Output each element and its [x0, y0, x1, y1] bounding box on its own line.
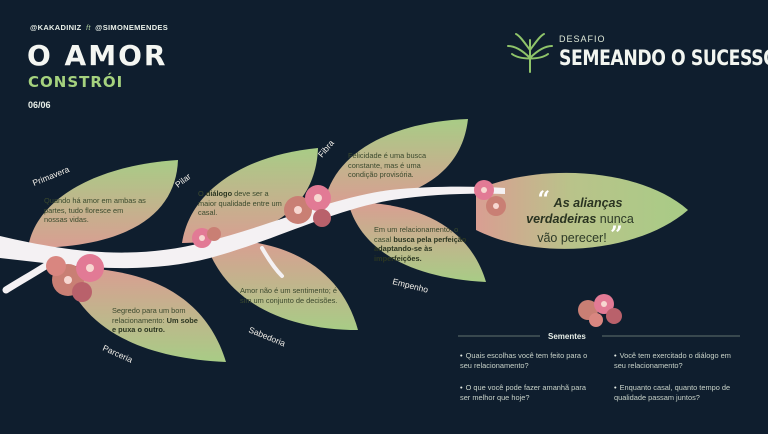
question-3: •O que você pode fazer amanhã para ser m… — [460, 383, 586, 402]
leaf-label-fibra: Fibra — [316, 138, 336, 159]
date-label: 06/06 — [28, 100, 51, 110]
brand-title: SEMEANDO O SUCESSO — [559, 46, 768, 70]
leaf-text-sabedoria: Amor não é um sentimento; é sim um conju… — [240, 286, 338, 305]
leaf-pilar — [182, 148, 318, 243]
leaf-fibra — [324, 119, 468, 205]
leaf-text-pilar: O diálogo deve ser a maior qualidade ent… — [198, 189, 282, 218]
author-handles: @KAKADINIZ ft @SIMONEMENDES — [30, 23, 168, 32]
leaf-text-parceria: Segredo para um bom relacionamento: Um s… — [112, 306, 198, 335]
leaf-label-empenho: Empenho — [392, 276, 430, 295]
quote-rest: nunca vão perecer! — [537, 212, 634, 245]
leaf-label-parceria: Parceria — [101, 343, 134, 365]
flower-cluster-small — [192, 227, 221, 248]
flower-cluster-left — [46, 254, 104, 302]
leaf-parceria — [62, 267, 226, 362]
quote-close-mark: ” — [610, 222, 623, 248]
handle-separator: ft — [85, 23, 91, 32]
flower-cluster-right — [474, 180, 506, 216]
question-2: •Você tem exercitado o diálogo em seu re… — [614, 351, 731, 370]
flower-cluster-sementes — [578, 294, 622, 327]
leaf-text-fibra: Felicidade é uma busca constante, mas é … — [348, 151, 427, 180]
leaf-label-sabedoria: Sabedoria — [247, 325, 287, 349]
sprout-icon — [507, 33, 553, 73]
leaf-primavera — [28, 160, 178, 248]
title-line2: CONSTRÓI — [28, 73, 124, 91]
flower-cluster-middle — [284, 185, 331, 227]
leaf-text-primavera: Quando há amor em ambas as partes, tudo … — [44, 196, 146, 225]
leaf-empenho — [348, 202, 486, 282]
quote-highlight: As alianças verdadeiras — [526, 196, 623, 226]
question-4: •Enquanto casal, quanto tempo de qualida… — [614, 383, 731, 402]
handle-left: @KAKADINIZ — [30, 23, 82, 32]
question-1: •Quais escolhas você tem feito para o se… — [460, 351, 588, 370]
title-line1: O AMOR — [27, 39, 168, 72]
leaf-quote — [476, 172, 688, 249]
leaf-text-empenho: Em um relacionamento, o casal busca pela… — [374, 225, 467, 263]
handle-right: @SIMONEMENDES — [95, 23, 169, 32]
brand-small: DESAFIO — [559, 34, 606, 44]
quote: “ As alianças verdadeiras nunca vão pere… — [515, 189, 645, 248]
leaf-label-primavera: Primavera — [31, 164, 71, 188]
sementes-title: Sementes — [548, 332, 586, 341]
quote-open-mark: “ — [537, 187, 551, 213]
leaf-sabedoria — [205, 239, 358, 330]
